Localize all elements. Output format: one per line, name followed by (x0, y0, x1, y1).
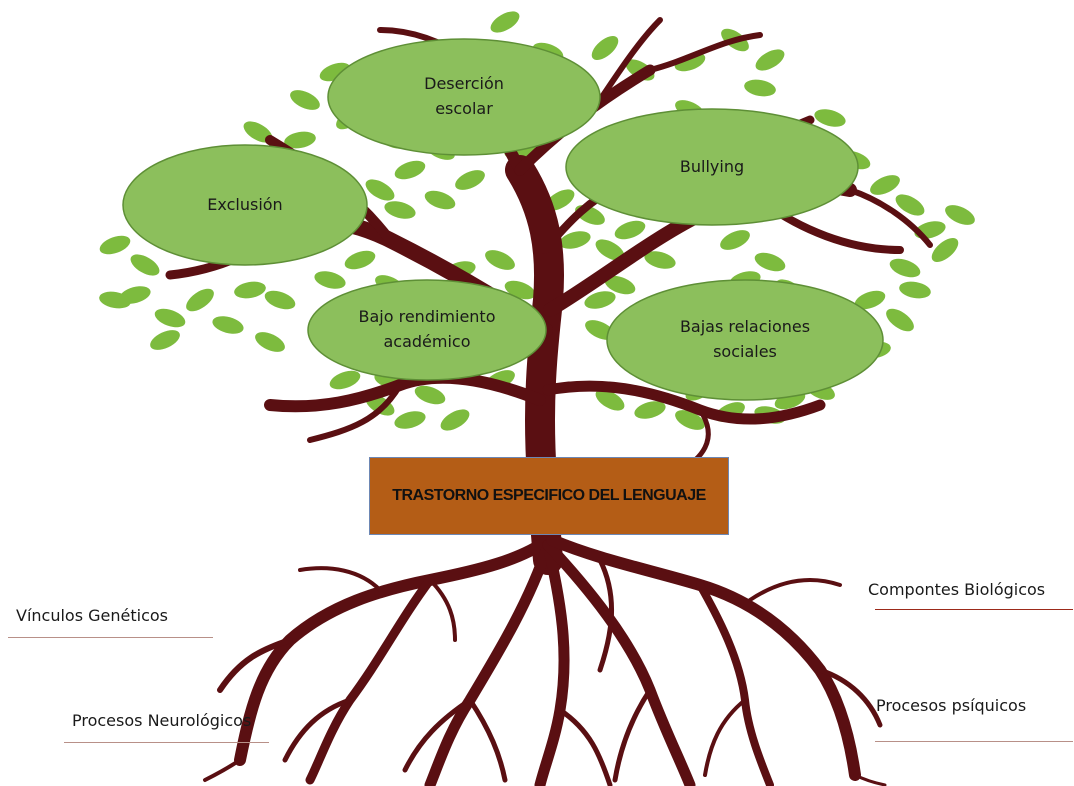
effect-label: Deserción escolar (424, 74, 504, 118)
leaf-icon (754, 252, 786, 272)
effect-label: Bajo rendimiento académico (358, 307, 496, 351)
cause-label: Procesos Neurológicos (72, 711, 252, 730)
leaf-icon (394, 160, 426, 180)
effect-label-box-bajas-relaciones: Bajas relaciones sociales (607, 280, 883, 400)
effect-label-box-desercion: Deserción escolar (328, 39, 600, 155)
central-problem-label: TRASTORNO ESPECIFICO DEL LENGUAJE (392, 487, 706, 504)
leaf-icon (394, 411, 426, 429)
leaf-icon (870, 175, 900, 195)
cause-label: Vínculos Genéticos (16, 606, 168, 625)
leaf-icon (384, 201, 416, 219)
leaf-icon (414, 385, 446, 405)
cause-underline (64, 742, 269, 743)
effect-label: Exclusión (207, 194, 283, 214)
leaf-icon (720, 230, 750, 250)
leaf-icon (614, 220, 646, 240)
leaf-icon (634, 401, 666, 419)
leaf-icon (365, 179, 395, 201)
leaf-icon (595, 239, 625, 261)
leaf-icon (440, 409, 470, 431)
leaf-icon (886, 308, 914, 332)
leaf-icon (424, 190, 456, 210)
central-problem-box: TRASTORNO ESPECIFICO DEL LENGUAJE (369, 457, 729, 535)
effect-bubble-desercion (327, 38, 601, 156)
cause-underline (875, 741, 1073, 742)
effect-bubble-bullying (565, 108, 859, 226)
cause-procesos-neurologicos: Procesos Neurológicos (72, 711, 251, 730)
leaf-icon (264, 290, 296, 310)
cause-procesos-psiquicos: Procesos psíquicos (876, 696, 1026, 715)
cause-vinculos-geneticos: Vínculos Genéticos (16, 606, 168, 625)
leaf-icon (490, 11, 520, 33)
effect-bubble-bajas-relaciones (606, 279, 884, 401)
leaf-icon (455, 170, 485, 190)
leaf-icon (329, 370, 361, 390)
effect-bubble-exclusion (122, 144, 368, 266)
cause-compontes-biologicos: Compontes Biológicos (868, 580, 1045, 599)
leaf-icon (595, 389, 625, 411)
leaf-icon (755, 49, 785, 71)
leaf-icon (591, 36, 619, 60)
leaf-icon (945, 205, 975, 225)
leaf-icon (854, 290, 886, 310)
leaf-icon (931, 238, 959, 262)
leaf-icon (186, 288, 214, 312)
leaf-icon (255, 332, 285, 352)
leaf-icon (644, 251, 676, 269)
effect-bubbles (122, 38, 884, 401)
leaf-icon (899, 281, 931, 299)
leaf-icon (485, 250, 515, 270)
leaf-icon (212, 316, 244, 334)
leaf-icon (344, 250, 376, 270)
leaf-icon (559, 231, 591, 249)
leaf-icon (584, 291, 616, 309)
leaf-icon (675, 410, 705, 430)
leaf-icon (154, 308, 186, 328)
leaf-icon (604, 275, 636, 295)
leaf-icon (234, 281, 266, 299)
leaf-icon (889, 258, 921, 278)
leaf-icon (243, 121, 273, 143)
cause-underline (875, 609, 1073, 610)
cause-label: Compontes Biológicos (868, 580, 1046, 599)
leaf-icon (895, 194, 925, 216)
effect-bubble-bajo-rendimiento (307, 279, 547, 381)
leaf-icon (150, 330, 180, 350)
leaf-icon (290, 90, 320, 110)
cause-underline (8, 637, 213, 638)
effect-label: Bajas relaciones sociales (679, 317, 811, 361)
roots (203, 534, 887, 786)
leaf-icon (814, 109, 846, 127)
leaf-icon (744, 79, 776, 97)
effect-label-box-exclusion: Exclusión (123, 145, 367, 265)
effect-label-box-bajo-rendimiento: Bajo rendimiento académico (308, 280, 546, 380)
leaf-icon (130, 254, 160, 276)
leaf-icon (99, 235, 131, 255)
effect-label: Bullying (679, 156, 745, 176)
leaf-icon (99, 291, 131, 309)
leaf-icon (314, 271, 346, 289)
effect-label-box-bullying: Bullying (566, 109, 858, 225)
cause-label: Procesos psíquicos (876, 696, 1027, 715)
leaf-icon (284, 131, 316, 149)
